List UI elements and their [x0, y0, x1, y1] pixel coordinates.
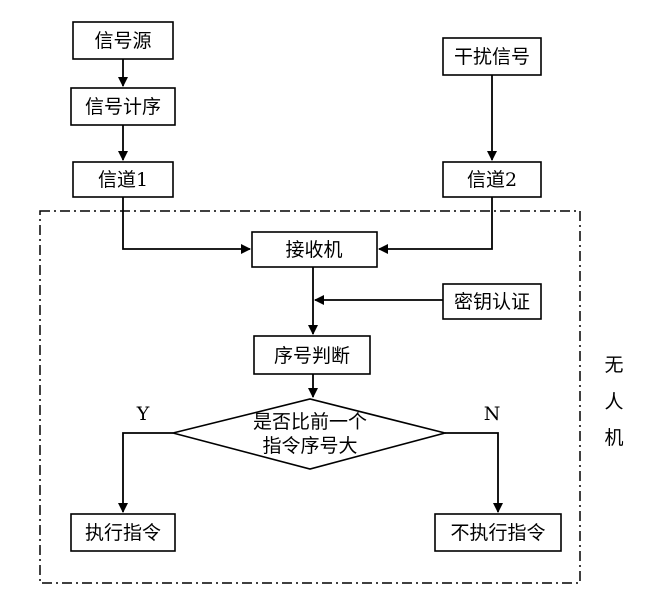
node-signal-sequence: 信号计序 — [70, 87, 176, 126]
node-execute: 执行指令 — [70, 513, 176, 552]
node-interference: 干扰信号 — [442, 37, 542, 76]
node-channel1: 信道1 — [72, 161, 174, 198]
node-decision: 是否比前一个 指令序号大 — [172, 398, 449, 470]
node-label: 执行指令 — [85, 522, 161, 544]
node-seq-judge: 序号判断 — [253, 335, 371, 375]
uav-label-char: 无 — [604, 354, 623, 376]
uav-label-char: 机 — [604, 427, 623, 449]
branch-no-label: N — [484, 403, 501, 425]
node-label: 干扰信号 — [454, 46, 530, 68]
node-label: 序号判断 — [274, 345, 350, 367]
branch-yes-label: Y — [136, 403, 150, 425]
edge-channel1-to-receiver — [122, 197, 251, 254]
node-receiver: 接收机 — [251, 231, 378, 268]
decision-label-line2: 指令序号大 — [262, 435, 357, 457]
node-label: 信号计序 — [85, 96, 161, 118]
node-label: 不执行指令 — [450, 522, 545, 544]
node-label: 接收机 — [285, 239, 342, 261]
node-not-execute: 不执行指令 — [434, 513, 562, 552]
decision-label-line1: 是否比前一个 — [253, 411, 367, 433]
node-signal-source: 信号源 — [72, 21, 174, 60]
edge-decision-no — [445, 432, 503, 513]
edge-channel2-to-receiver — [378, 197, 493, 254]
uav-boundary — [39, 210, 581, 584]
edge-decision-yes — [118, 432, 173, 513]
uav-label-char: 人 — [604, 391, 623, 413]
node-key-auth: 密钥认证 — [442, 283, 542, 320]
node-label: 信道2 — [467, 169, 517, 191]
node-channel2: 信道2 — [442, 161, 542, 198]
node-label: 密钥认证 — [454, 291, 530, 313]
node-label: 信道1 — [98, 169, 148, 191]
node-label: 信号源 — [94, 30, 151, 52]
